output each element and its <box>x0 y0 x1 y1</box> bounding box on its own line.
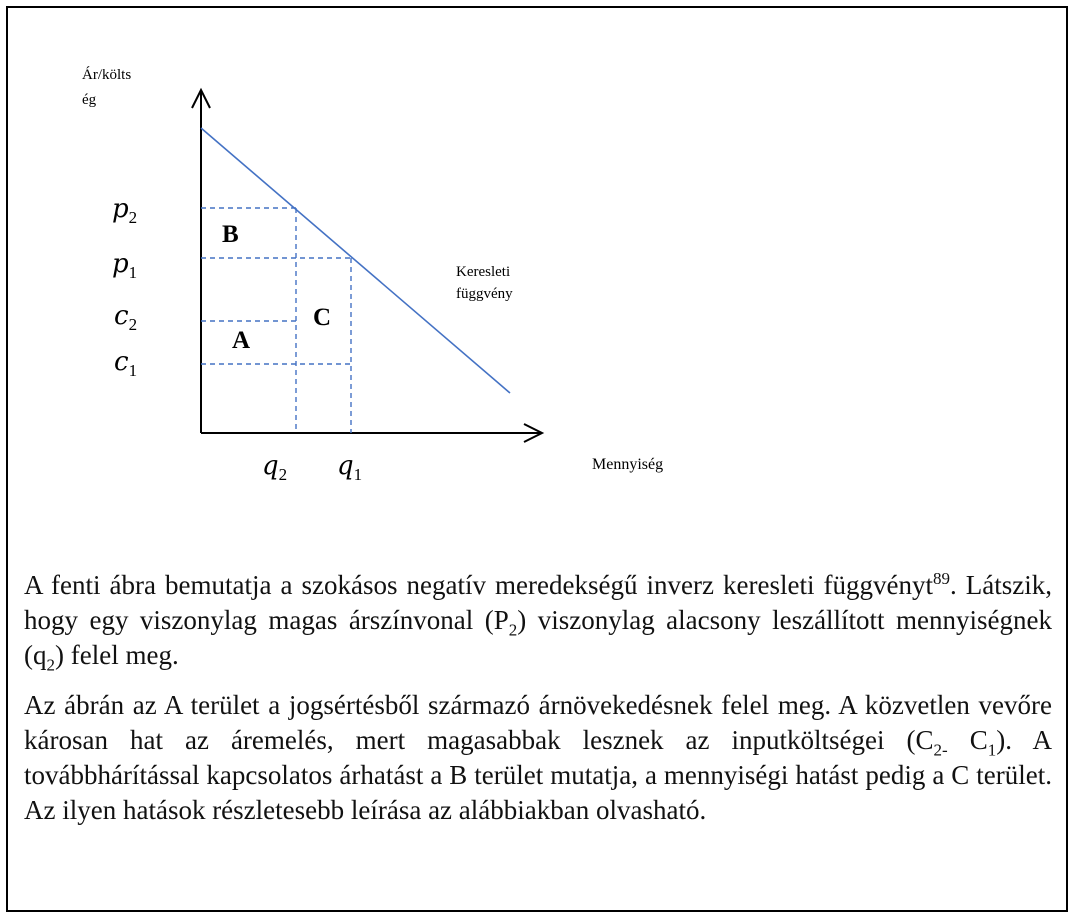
area-label-a: A <box>232 327 250 354</box>
quantity-label-q1: q1 <box>337 451 362 484</box>
curve-label-continued: függvény <box>456 286 513 302</box>
price-label-p1: p1 <box>112 249 137 282</box>
area-label-b: B <box>222 221 239 248</box>
y-axis-label-continued: ég <box>82 92 97 108</box>
demand-curve <box>200 127 511 394</box>
paragraph-area-explanation: Az ábrán az A terület a jogsértésből szá… <box>24 690 1052 825</box>
y-axis-arrow <box>191 87 211 109</box>
demand-diagram: Ár/költs ég Mennyiség Keresleti függvény… <box>82 66 663 484</box>
quantity-label-q2: q2 <box>262 451 287 484</box>
area-label-c: C <box>313 304 331 331</box>
y-axis-label: Ár/költs <box>82 66 131 83</box>
x-axis-label: Mennyiség <box>592 456 663 473</box>
footnote-ref[interactable]: 89 <box>932 569 950 588</box>
curve-label: Keresleti <box>456 264 510 280</box>
paragraph-demand-description: A fenti ábra bemutatja a szokásos negatí… <box>24 569 1052 675</box>
cost-label-c1: c1 <box>114 347 137 380</box>
page-frame <box>6 6 1068 912</box>
x-axis-arrow <box>523 423 545 443</box>
cost-label-c2: c2 <box>114 301 137 334</box>
price-label-p2: p2 <box>112 194 137 227</box>
